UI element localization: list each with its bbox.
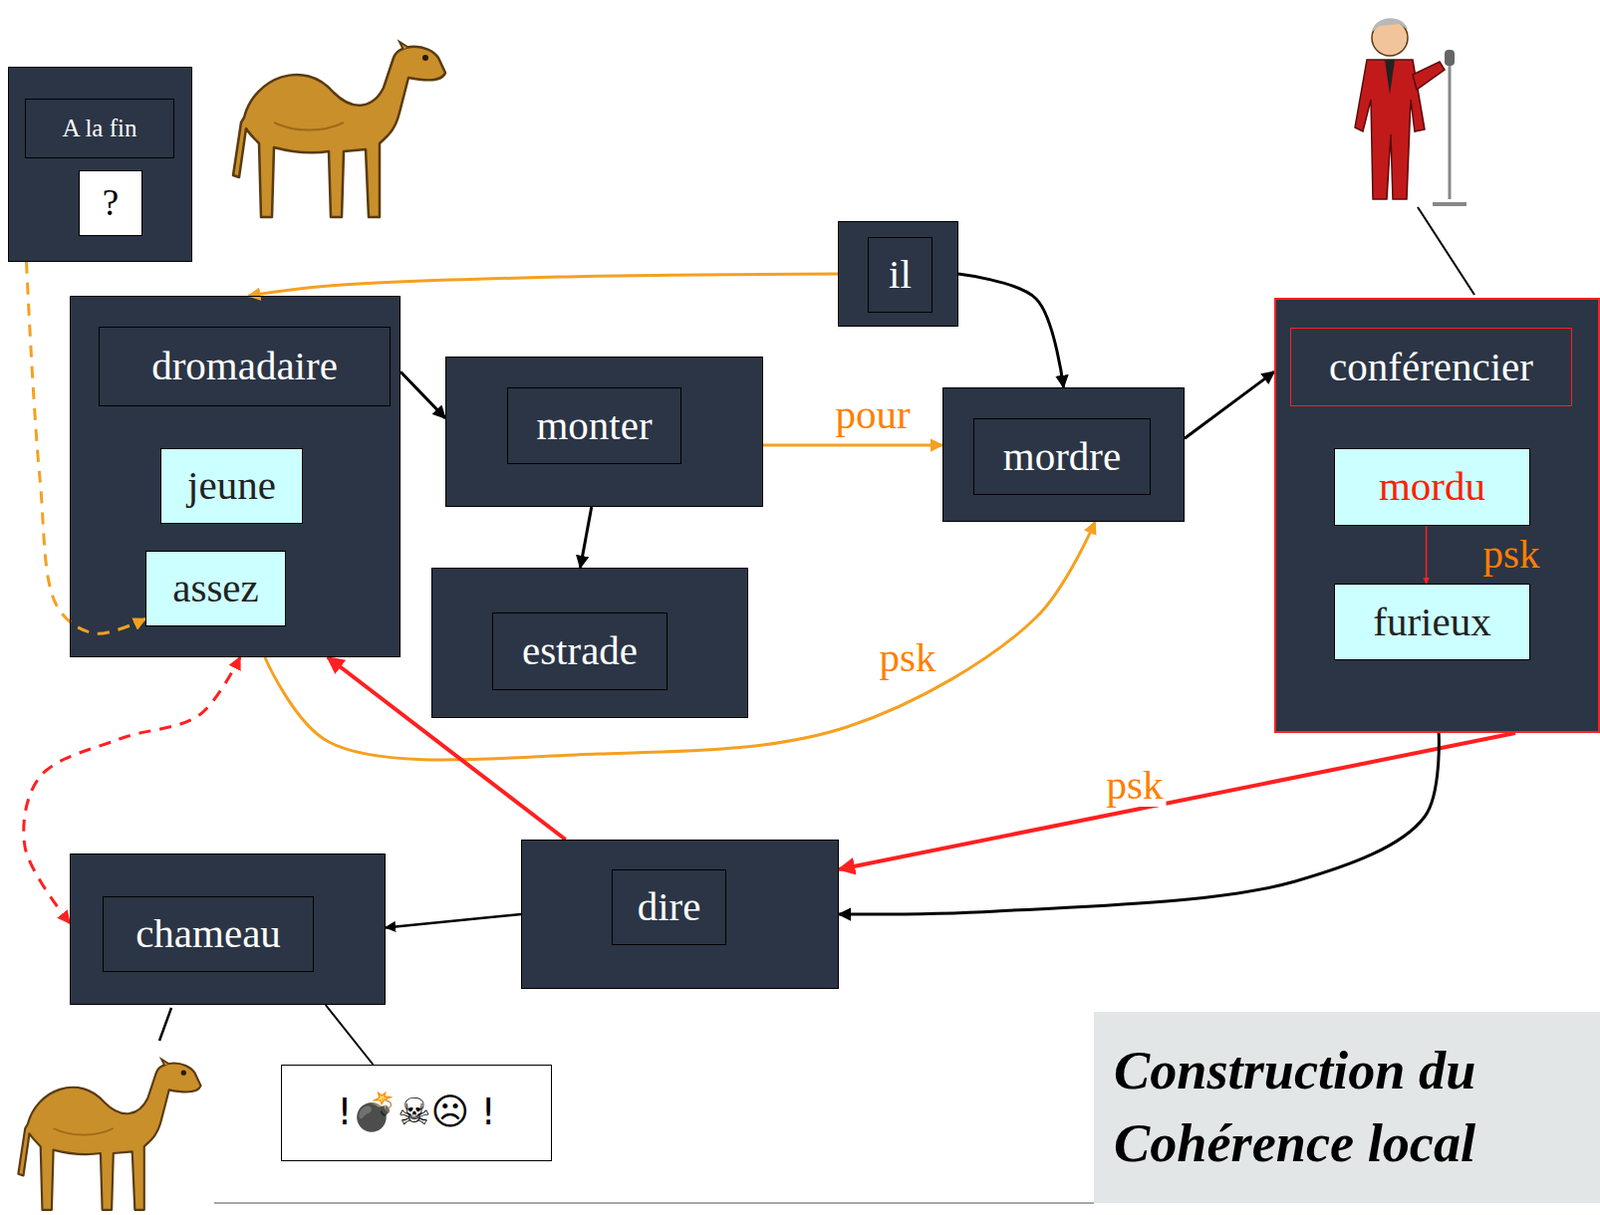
concept-word: dromadaire [98, 326, 391, 407]
speaker-picture [1354, 17, 1475, 295]
attribute-word: jeune [187, 462, 276, 510]
connector-arrow [327, 657, 566, 840]
attribute-word: !💣☠☹ ! [336, 1091, 496, 1135]
concept-box: jeune assez dromadaire [69, 295, 401, 658]
concept-box: ? A la fin [7, 66, 193, 263]
connector-arrow [838, 733, 1516, 870]
box-fill [431, 567, 749, 719]
connector-arrow [248, 273, 838, 296]
footer-rule [214, 1202, 1094, 1205]
connector-label: psk [876, 635, 940, 680]
connector-label: pour [831, 392, 913, 437]
connector-label: psk [1480, 532, 1544, 576]
attribute-box: assez [145, 550, 286, 627]
attribute-word: mordu [1378, 463, 1486, 511]
attribute-box: jeune [160, 448, 303, 525]
concept-word: A la fin [24, 98, 175, 159]
concept-box: dire [521, 839, 839, 990]
box-fill [69, 295, 401, 658]
connector-arrow [1184, 371, 1275, 439]
attribute-word: furieux [1372, 598, 1491, 646]
box-fill [1274, 297, 1600, 734]
connector-label: psk [1103, 763, 1167, 807]
concept-word: chameau [102, 896, 314, 973]
camel-picture [17, 1059, 201, 1210]
attribute-box: !💣☠☹ ! [280, 1065, 552, 1162]
box-fill [521, 839, 839, 990]
concept-word: dire [611, 869, 727, 946]
camel-picture [233, 41, 446, 218]
concept-box: il [837, 221, 959, 327]
connector-arrow [763, 444, 943, 448]
concept-box: estrade [431, 567, 749, 719]
concept-box: monter [445, 356, 764, 508]
concept-word: mordre [973, 418, 1151, 496]
connector-arrow [958, 273, 1065, 388]
title-text: Cohérence local [1113, 1107, 1600, 1181]
attribute-word: ? [102, 182, 119, 226]
connector-arrow [400, 371, 446, 419]
concept-box: mordre [942, 387, 1185, 523]
attribute-box: mordu [1333, 448, 1531, 527]
connector-arrow [26, 262, 147, 634]
concept-word: monter [507, 387, 682, 465]
connector-arrow [838, 733, 1439, 915]
box-fill [942, 387, 1185, 523]
connector-arrow [265, 522, 1095, 761]
connector-arrow [385, 914, 522, 928]
box-fill [69, 853, 386, 1006]
concept-word: il [867, 237, 933, 313]
connector-arrow [23, 657, 241, 924]
attribute-box: ? [78, 170, 143, 237]
connector-arrow [1425, 526, 1428, 584]
attribute-box: furieux [1333, 583, 1531, 661]
box-fill [445, 356, 764, 508]
title-band: Construction duCohérence local [1093, 1012, 1600, 1204]
concept-box: mordu furieux conférencier [1274, 297, 1600, 734]
leader-line [159, 1008, 172, 1042]
concept-box: chameau [69, 853, 386, 1006]
connector-arrow [579, 507, 591, 568]
title-text: Construction du [1113, 1035, 1600, 1108]
concept-word: estrade [492, 612, 668, 691]
box-fill [837, 221, 959, 327]
attribute-word: assez [172, 564, 260, 612]
concept-word: conférencier [1290, 327, 1573, 407]
connector-arrow [325, 1005, 374, 1066]
box-fill [7, 66, 193, 263]
